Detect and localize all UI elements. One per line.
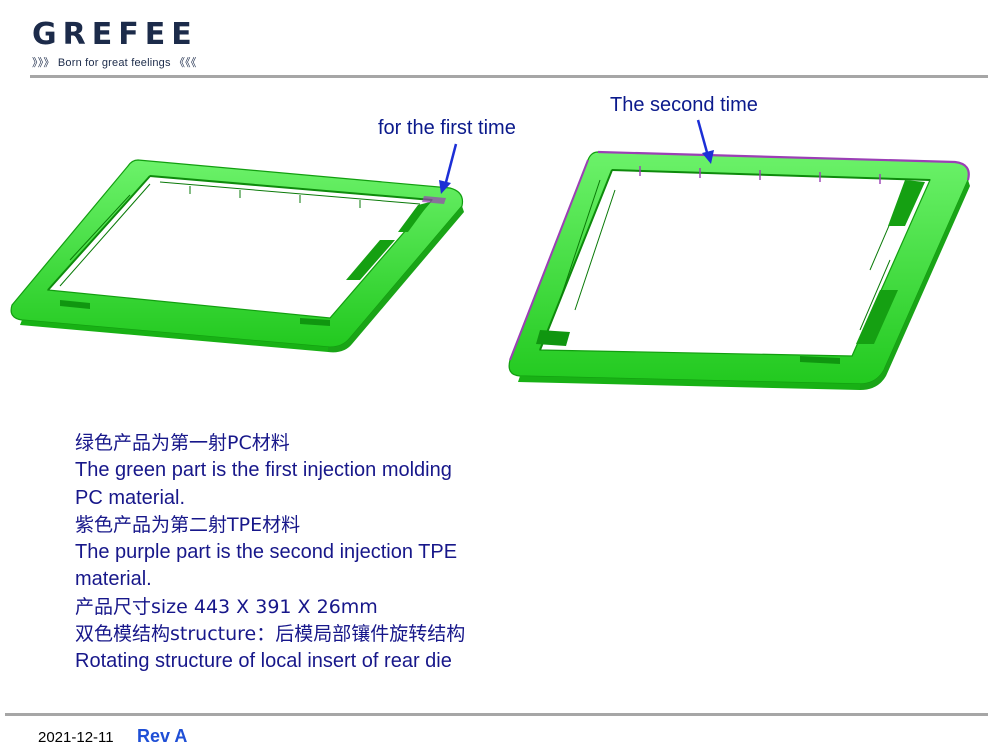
- footer-date: 2021-12-11: [38, 729, 114, 746]
- description-line: PC material.: [75, 486, 186, 509]
- first-time-arrow: [443, 143, 458, 187]
- tagline-suffix: 《《《: [173, 57, 197, 69]
- callout-arrows: [439, 119, 714, 194]
- product-illustration: [10, 119, 970, 390]
- description-line: 产品尺寸size 443 X 391 X 26mm: [75, 595, 378, 618]
- second-time-arrow: [696, 119, 710, 157]
- header-divider: [30, 75, 988, 78]
- product-description: 绿色产品为第一射PC材料 The green part is the first…: [75, 430, 595, 676]
- description-line: 双色模结构structure：后模局部镶件旋转结构: [75, 623, 466, 646]
- logo-tagline: 》》》 Born for great feelings 《《《: [32, 54, 198, 70]
- first-shot-frame: [10, 159, 464, 353]
- description-line: The purple part is the second injection …: [75, 541, 458, 564]
- tagline-text: Born for great feelings: [57, 57, 171, 69]
- tagline-prefix: 》》》: [32, 57, 55, 69]
- company-logo: GREFEE 》》》 Born for great feelings 《《《: [32, 18, 198, 70]
- logo-wordmark: GREFEE: [32, 17, 198, 52]
- description-line: 紫色产品为第二射TPE材料: [75, 513, 301, 536]
- revision-label: Rev A: [137, 726, 188, 746]
- description-line: material.: [75, 568, 152, 591]
- first-time-label: for the first time: [378, 117, 516, 139]
- footer-divider: [5, 713, 988, 716]
- description-line: The green part is the first injection mo…: [75, 459, 452, 482]
- description-line: 绿色产品为第一射PC材料: [75, 432, 290, 454]
- description-line: Rotating structure of local insert of re…: [75, 650, 452, 673]
- second-shot-frame: [508, 150, 970, 390]
- second-time-label: The second time: [610, 94, 758, 116]
